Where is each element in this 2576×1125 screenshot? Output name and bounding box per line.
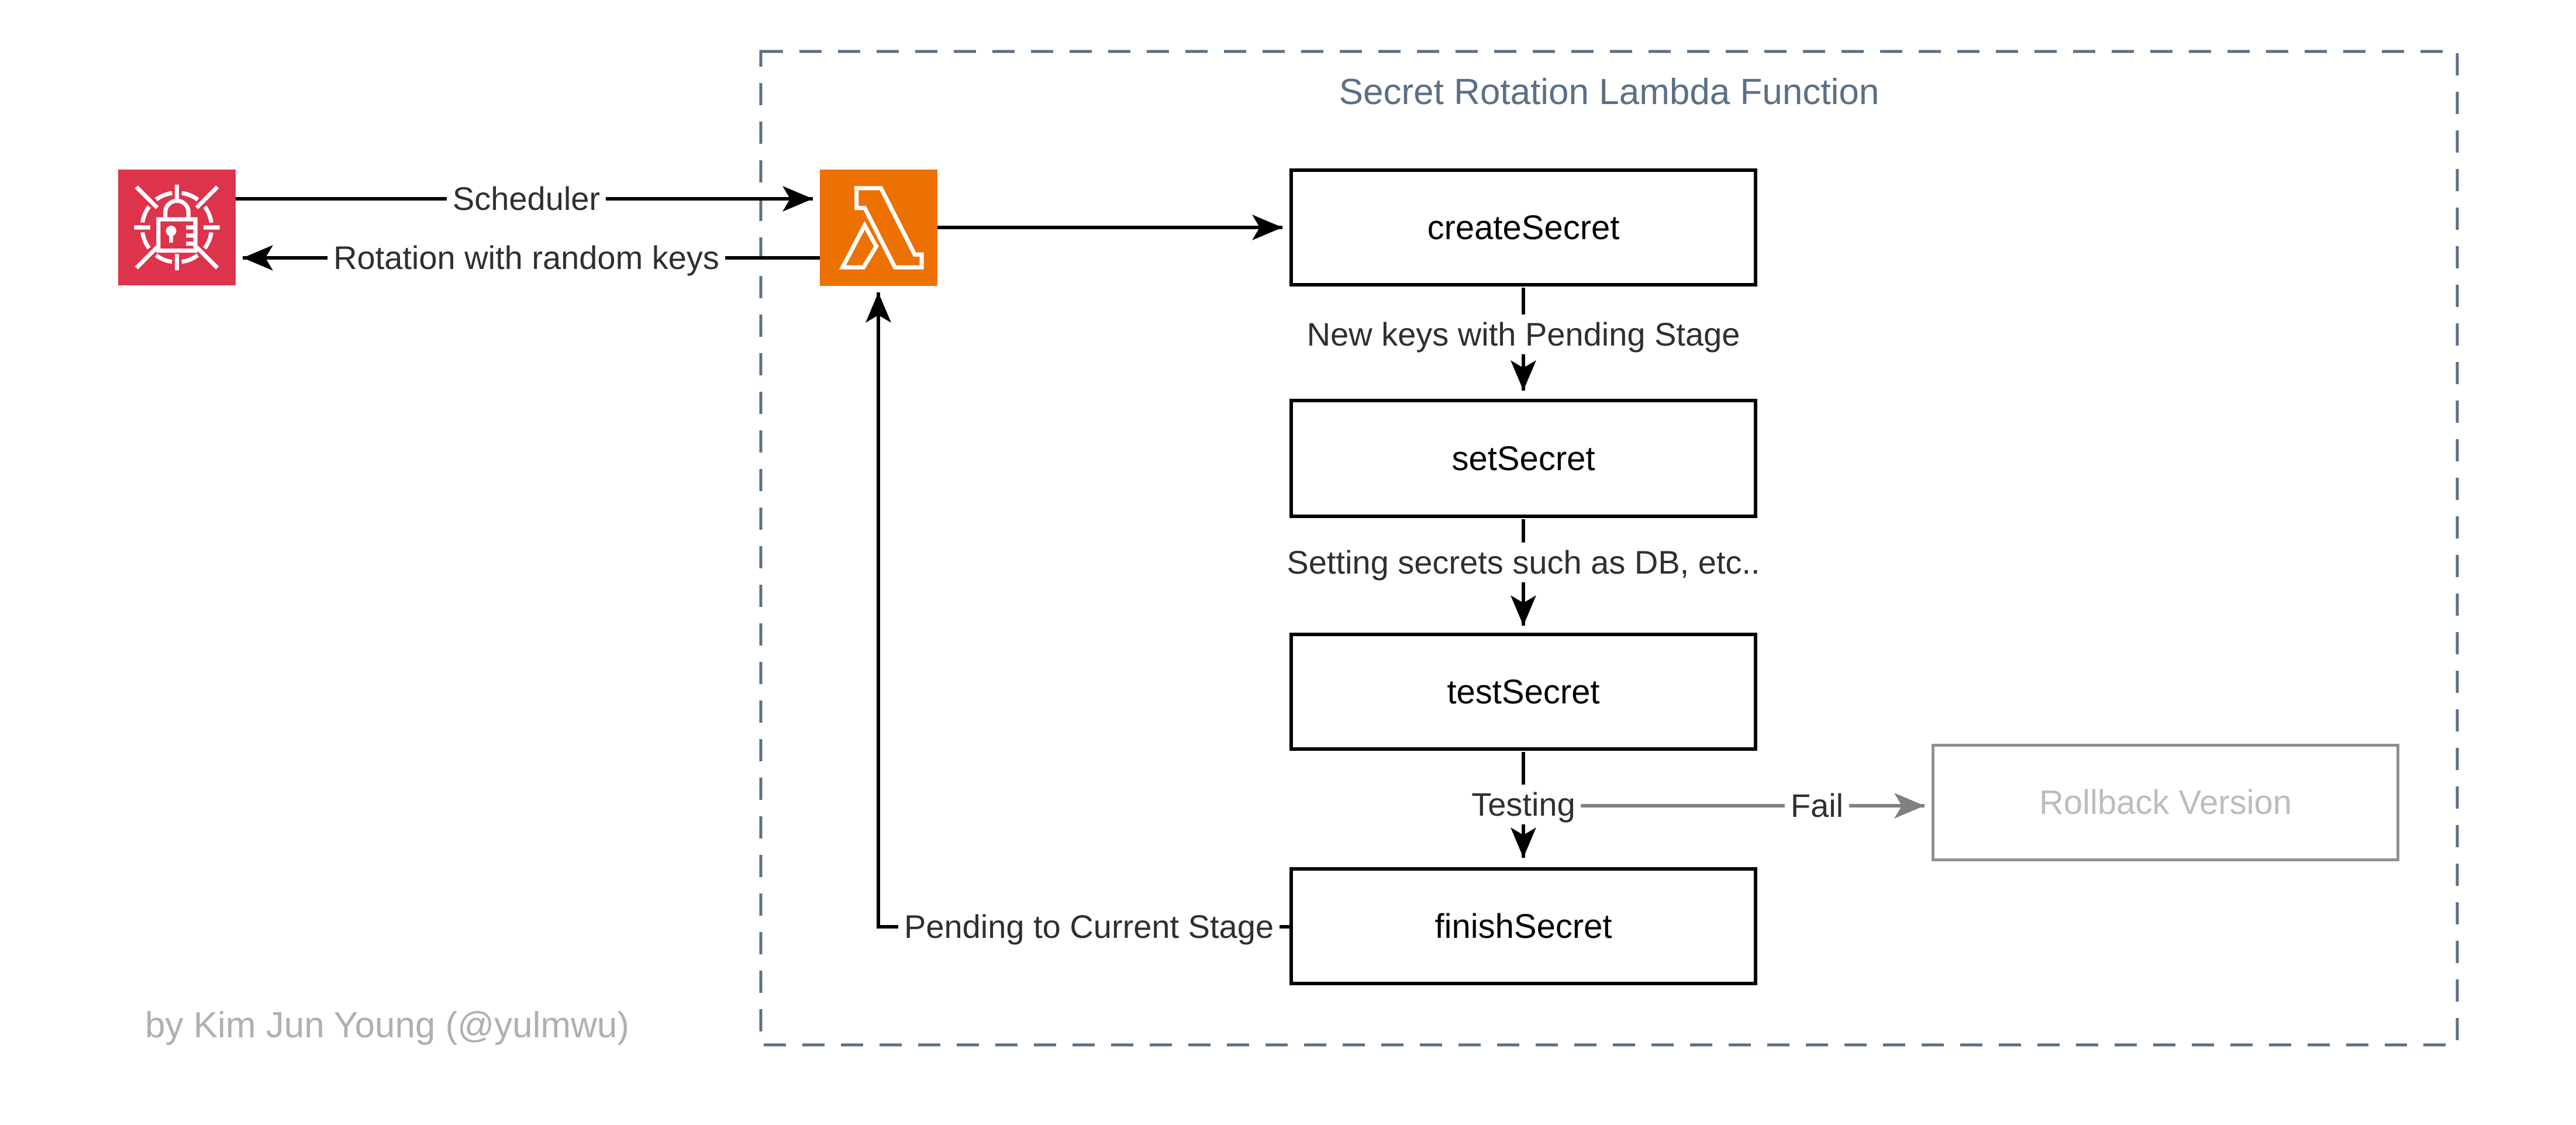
node-rollback-version: Rollback Version — [1932, 744, 2399, 861]
edge-label-pending: Pending to Current Stage — [898, 906, 1280, 947]
edge-label-new-keys: New keys with Pending Stage — [1301, 314, 1746, 355]
node-rollback-version-label: Rollback Version — [2039, 784, 2292, 822]
node-create-secret: createSecret — [1289, 168, 1757, 287]
secrets-manager-lock-icon — [118, 170, 236, 285]
node-test-secret: testSecret — [1289, 633, 1757, 751]
edge-label-rotation: Rotation with random keys — [327, 237, 725, 278]
node-set-secret: setSecret — [1289, 399, 1757, 518]
edge-label-scheduler: Scheduler — [446, 178, 606, 219]
node-finish-secret-label: finishSecret — [1434, 907, 1612, 945]
attribution-text: by Kim Jun Young (@yulmwu) — [145, 1005, 629, 1045]
edge-label-setting-secrets: Setting secrets such as DB, etc.. — [1281, 542, 1766, 583]
edge-label-testing: Testing — [1465, 784, 1581, 825]
edge-label-fail: Fail — [1784, 785, 1850, 826]
node-test-secret-label: testSecret — [1447, 672, 1600, 711]
group-title: Secret Rotation Lambda Function — [1339, 72, 1880, 112]
node-set-secret-label: setSecret — [1451, 439, 1595, 478]
node-finish-secret: finishSecret — [1289, 867, 1757, 985]
node-create-secret-label: createSecret — [1427, 208, 1620, 247]
lambda-icon — [820, 170, 937, 286]
